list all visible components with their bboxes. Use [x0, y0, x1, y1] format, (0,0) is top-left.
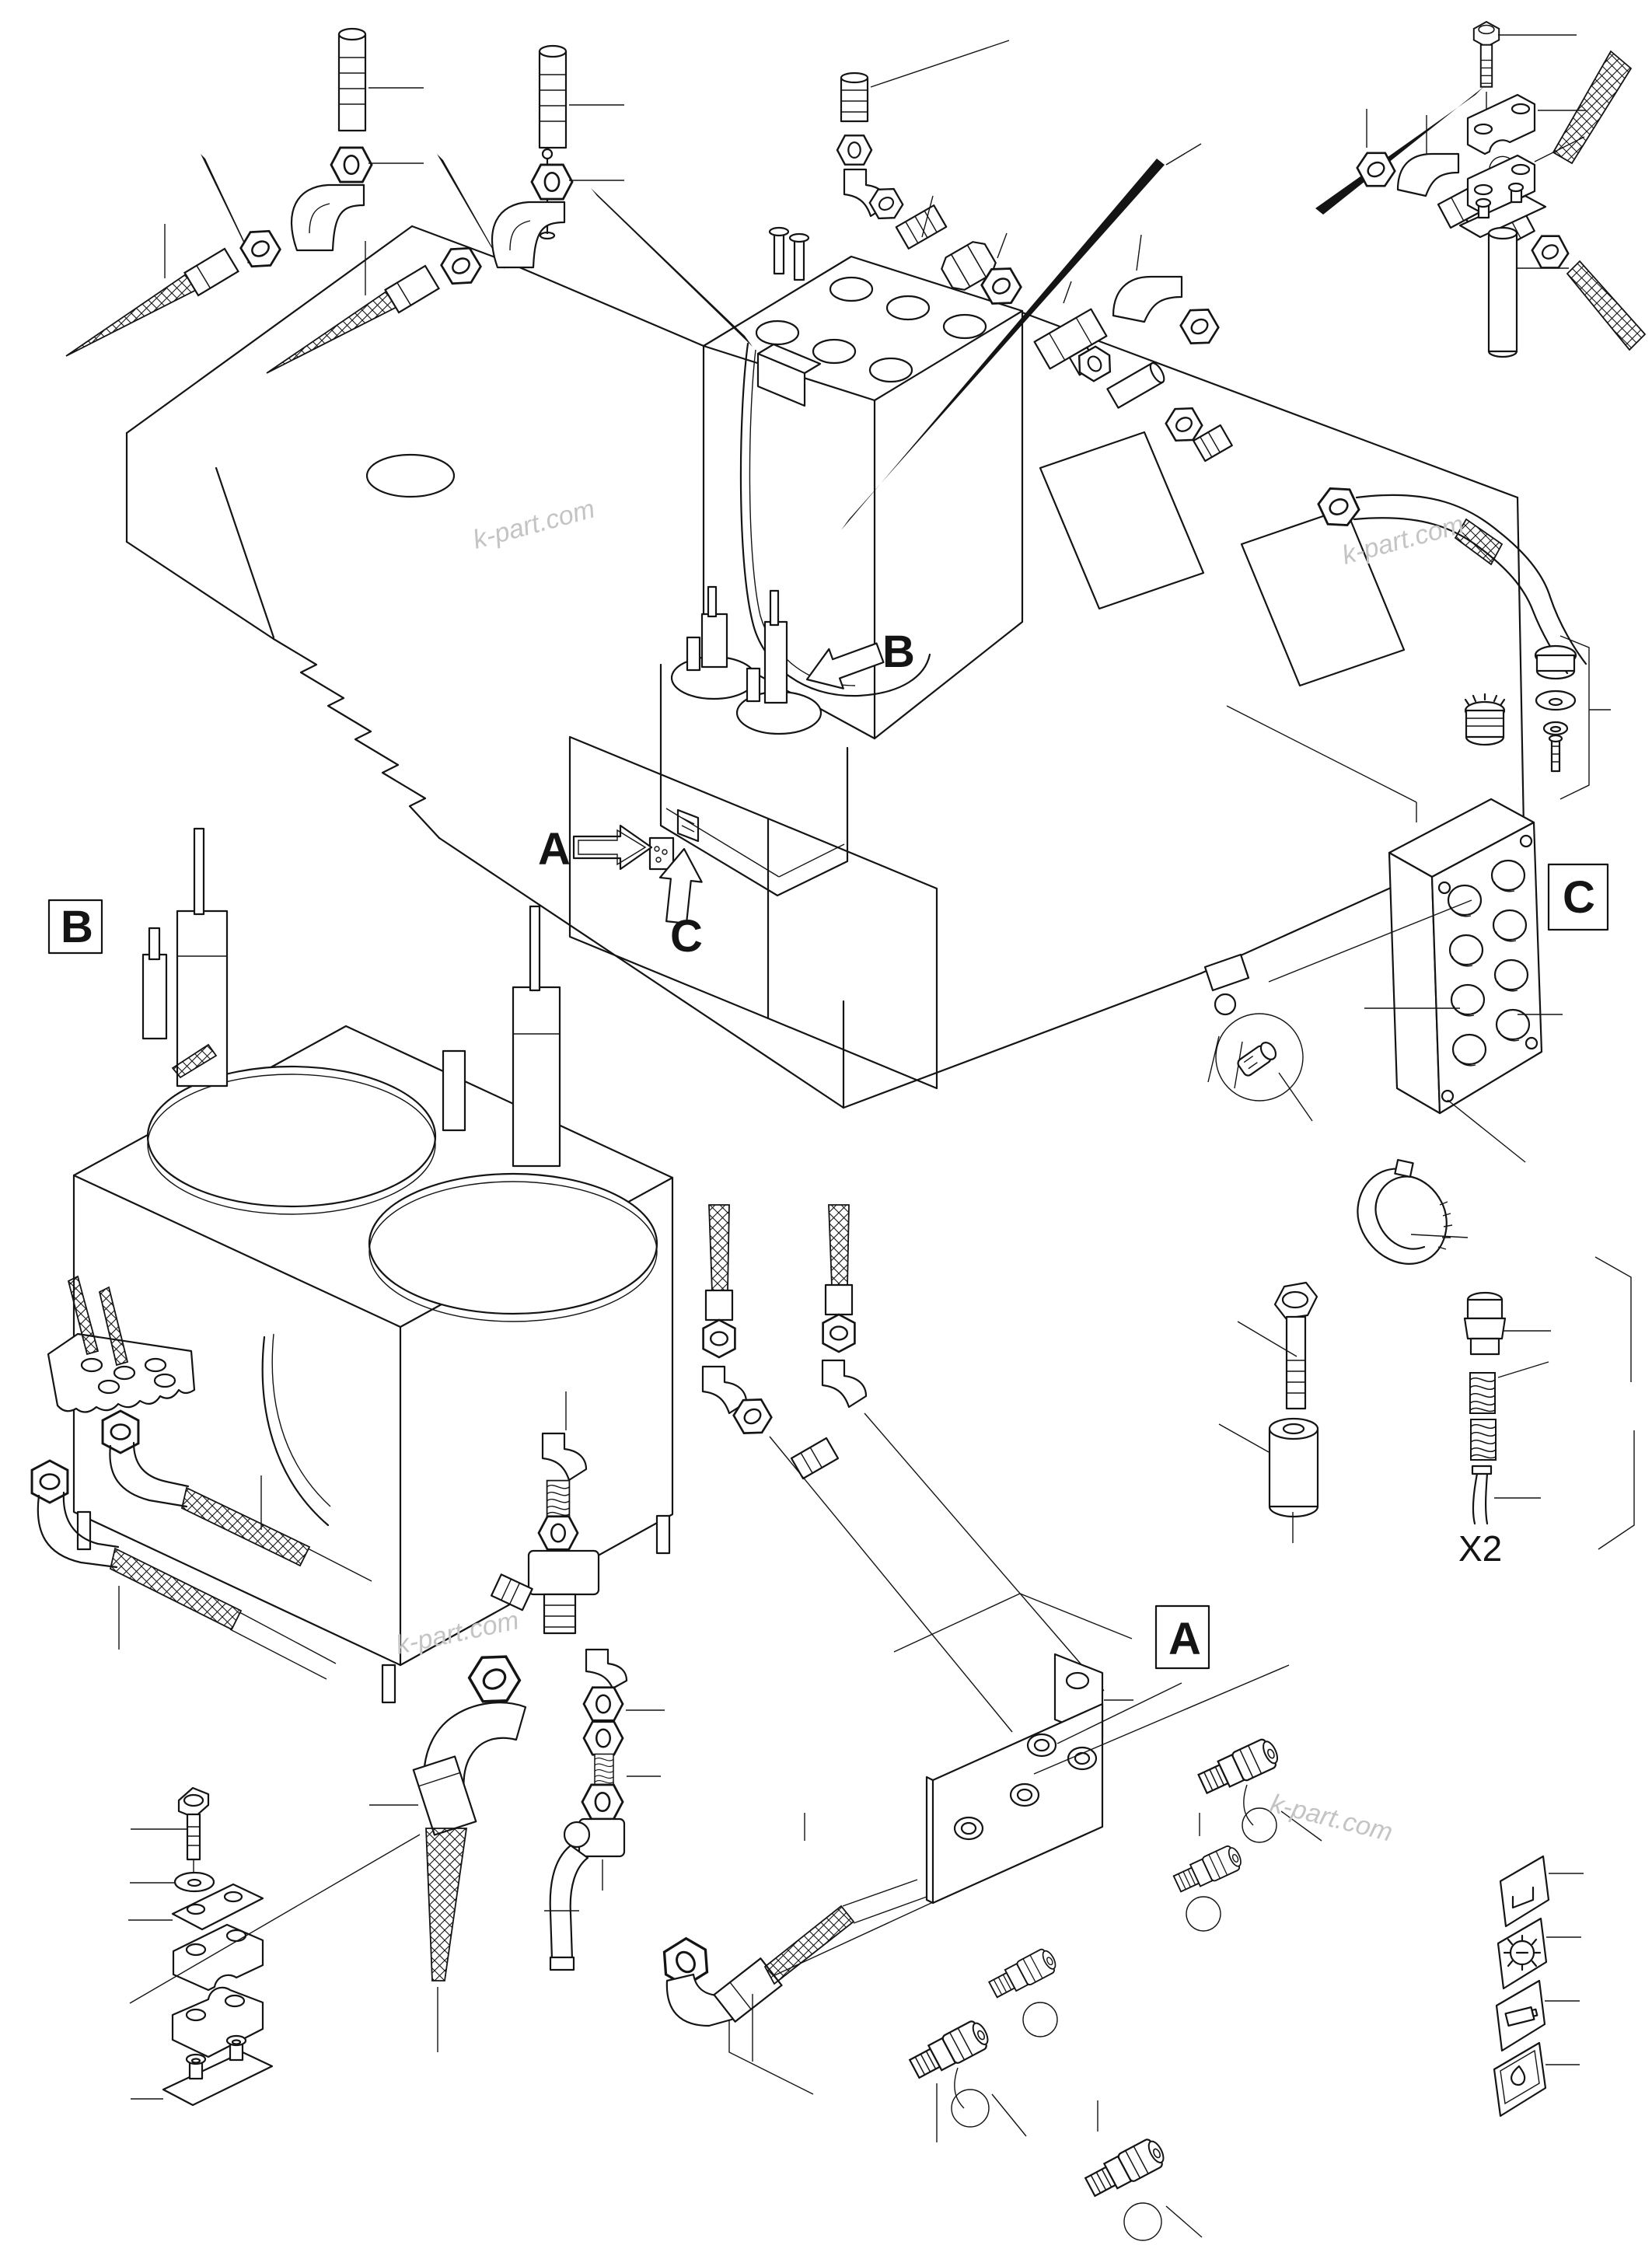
arrow-a-label: A: [538, 824, 571, 875]
machine-body: [125, 148, 1525, 1109]
hose-pair: [30, 1409, 372, 1680]
corner-screws: [1437, 834, 1538, 1103]
actuator-2: [442, 905, 561, 1168]
control-box-c: C: [1226, 705, 1609, 1163]
arrow-b-label: B: [882, 627, 915, 677]
studs: [1475, 182, 1525, 219]
detail-c-box: [1547, 863, 1609, 931]
arrow-a: [572, 824, 653, 871]
bracket-plate-a: A: [728, 1593, 1322, 2095]
pump-unit-main: [659, 585, 849, 897]
watermark: k-part.com: [470, 494, 598, 554]
terminal-pins: [768, 226, 810, 281]
quick-coupler-2: [1171, 1813, 1245, 1932]
clamp-base-plate: [162, 2051, 274, 2107]
clamp-kit-top: [1458, 21, 1586, 358]
detail-b-assembly: B: [30, 827, 674, 1704]
valve-solenoid: [1203, 953, 1250, 1089]
arrow-c-label: C: [670, 911, 703, 962]
fitting-assembly-3: [836, 72, 1233, 463]
cover-plate: [171, 1883, 264, 1931]
clamp-half-lower: [171, 1986, 264, 2058]
clamp-kit-bottom: [128, 1786, 421, 2107]
switch-plate: [676, 808, 700, 843]
pushbuttons: [1447, 859, 1531, 1067]
oil-drop-icon: [1493, 2041, 1580, 2118]
quick-coupler-3: [906, 2016, 1027, 2142]
port-fittings: [953, 1733, 1098, 1841]
clamp-half-upper: [1466, 93, 1536, 155]
elbow-hose-assembly: [369, 1645, 527, 2052]
leader-lines: [870, 40, 1202, 304]
fork-pin: [1471, 1465, 1493, 1525]
detail-b-box: [47, 899, 103, 955]
clamp-base-plate: [1458, 194, 1547, 239]
arrow-b: [805, 642, 885, 690]
mounting-plate: [47, 1275, 196, 1413]
detail-a-box: [1154, 1604, 1210, 1670]
hose-assembly-bottom: [654, 1813, 927, 2062]
hose-assembly-right: [1313, 480, 1587, 675]
detail-c-label: C: [1563, 872, 1595, 923]
center-fitting-cluster: [490, 1204, 1105, 1733]
watermark: k-part.com: [1267, 1789, 1395, 1848]
detail-b-label: B: [61, 902, 93, 952]
studs: [185, 2034, 247, 2080]
level-icon: [1499, 1855, 1584, 1928]
breather-cap-stack: [1534, 644, 1577, 773]
bolt-and-spacer: [1218, 1281, 1319, 1543]
spacer-tube: [1487, 232, 1518, 353]
valve-handle: [549, 1821, 591, 1971]
x2-quantity-label: X2: [1458, 1528, 1502, 1569]
hour-meter: [648, 836, 675, 871]
quick-coupler-5: [1081, 2100, 1203, 2241]
decal-plates: [1493, 1855, 1584, 2118]
arrow-c: [658, 847, 703, 924]
detail-a-label: A: [1168, 1614, 1201, 1664]
filler-plug: [1464, 693, 1506, 746]
tee-block: [490, 1549, 600, 1635]
cable-tie: [1357, 1159, 1469, 1265]
pointer-arrows: [201, 87, 1483, 530]
ball-valve-assembly: [544, 1648, 665, 1971]
actuator-1: [141, 827, 229, 1088]
connector-box: [756, 343, 822, 407]
x2-kit: X2: [1458, 1256, 1635, 1569]
battery-icon: [1495, 1979, 1580, 2052]
gear-icon: [1497, 1917, 1581, 1990]
watermark: k-part.com: [393, 1605, 522, 1660]
breather-kit: [1464, 635, 1611, 800]
clamp-half-upper: [172, 1923, 264, 1992]
quick-coupler-1: [1195, 1735, 1322, 1843]
lamp-detail: [1215, 1013, 1313, 1122]
reservoir-block: [702, 226, 1024, 740]
quick-coupler-4: [986, 1945, 1060, 2037]
